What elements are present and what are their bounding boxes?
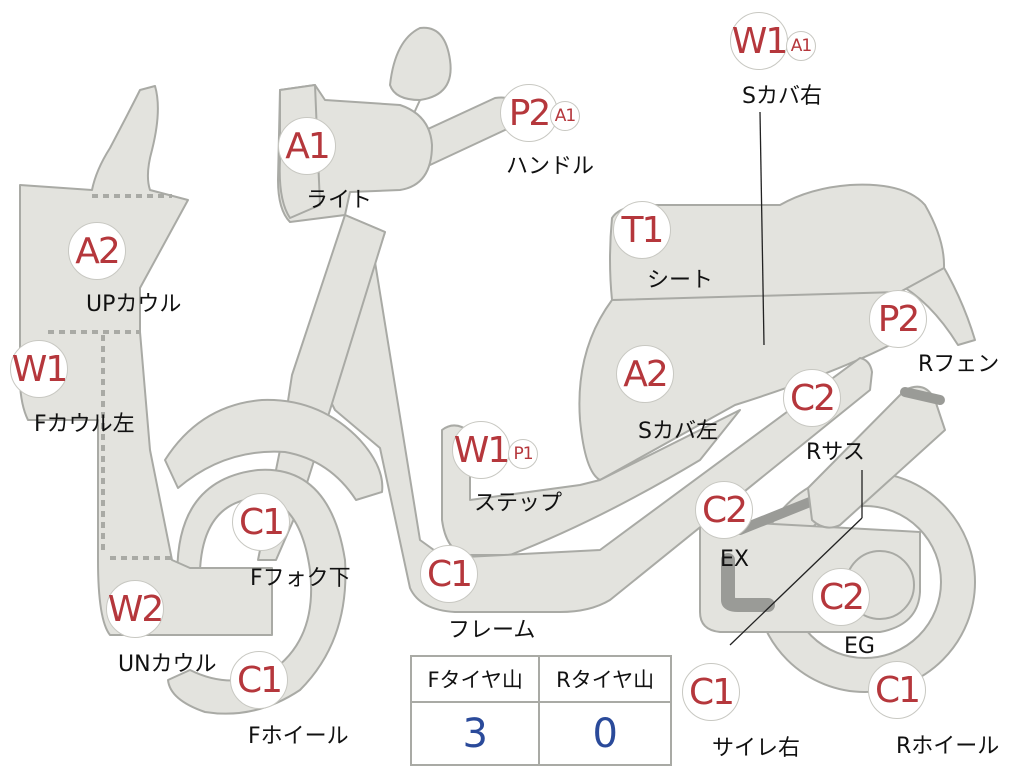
- label-up-cowl: UPカウル: [86, 292, 182, 317]
- label-r-sus: Rサス: [806, 440, 865, 465]
- badge-side-cover-right[interactable]: C1: [682, 663, 740, 721]
- badge-r-wheel[interactable]: C1: [868, 661, 926, 719]
- tire-table-value-row: 3 0: [409, 701, 672, 766]
- badge-r-sus[interactable]: C2: [783, 369, 841, 427]
- badge-handle-sub[interactable]: A1: [550, 101, 580, 131]
- front-cowl-shape: [18, 85, 273, 636]
- tire-table-header-row: Fタイヤ山 Rタイヤ山: [409, 655, 672, 703]
- badge-eg[interactable]: C2: [812, 568, 870, 626]
- badge-frame[interactable]: C1: [420, 545, 478, 603]
- front-fender-shape: [164, 398, 384, 501]
- badge-seat[interactable]: T1: [613, 201, 671, 259]
- value-f-tire[interactable]: 3: [409, 701, 541, 766]
- frame-shape: [324, 214, 873, 613]
- label-side-cover-right: サイレ右: [712, 736, 801, 761]
- label-f-fork: Fフォク下: [250, 566, 351, 591]
- badge-scover-left[interactable]: A2: [616, 345, 674, 403]
- rear-suspension: [807, 385, 946, 529]
- badge-r-fender[interactable]: P2: [869, 290, 927, 348]
- label-eg: EG: [844, 634, 875, 659]
- label-r-fender: Rフェン: [918, 352, 1000, 377]
- label-un-cowl: UNカウル: [118, 652, 217, 677]
- badge-step[interactable]: W1: [452, 421, 510, 479]
- label-scover-left: Sカバ左: [638, 419, 718, 444]
- badge-handle[interactable]: P2: [500, 84, 558, 142]
- badge-un-cowl[interactable]: W2: [106, 580, 164, 638]
- badge-f-wheel[interactable]: C1: [230, 651, 288, 709]
- badge-step-sub[interactable]: P1: [508, 439, 538, 469]
- value-r-tire[interactable]: 0: [538, 701, 672, 766]
- pointer-side-cover-right-2: [729, 517, 863, 646]
- label-step: ステップ: [474, 491, 563, 516]
- badge-ex[interactable]: C2: [695, 481, 753, 539]
- label-light: ライト: [306, 188, 373, 213]
- exhaust-pipe: [721, 553, 775, 612]
- label-f-wheel: Fホイール: [248, 724, 349, 749]
- header-r-tire: Rタイヤ山: [538, 655, 672, 703]
- label-r-wheel: Rホイール: [896, 734, 1000, 759]
- label-frame: フレーム: [448, 618, 536, 643]
- pointer-scover-right: [759, 111, 765, 346]
- badge-f-cowl-left[interactable]: W1: [10, 340, 68, 398]
- label-f-cowl-left: Fカウル左: [34, 412, 135, 437]
- body-side-cover: [578, 287, 901, 481]
- label-scover-right: Sカバ右: [742, 84, 822, 109]
- label-ex: EX: [720, 547, 749, 572]
- badge-scover-right-sub[interactable]: A1: [786, 31, 816, 61]
- label-seat: シート: [647, 268, 714, 293]
- badge-scover-right[interactable]: W1: [730, 12, 788, 70]
- mirror-shape: [389, 26, 452, 101]
- badge-up-cowl[interactable]: A2: [68, 222, 126, 280]
- header-f-tire: Fタイヤ山: [409, 655, 541, 703]
- badge-light[interactable]: A1: [278, 117, 336, 175]
- tire-tread-table: Fタイヤ山 Rタイヤ山 3 0: [409, 655, 672, 766]
- label-handle: ハンドル: [506, 154, 595, 179]
- badge-f-fork[interactable]: C1: [232, 493, 290, 551]
